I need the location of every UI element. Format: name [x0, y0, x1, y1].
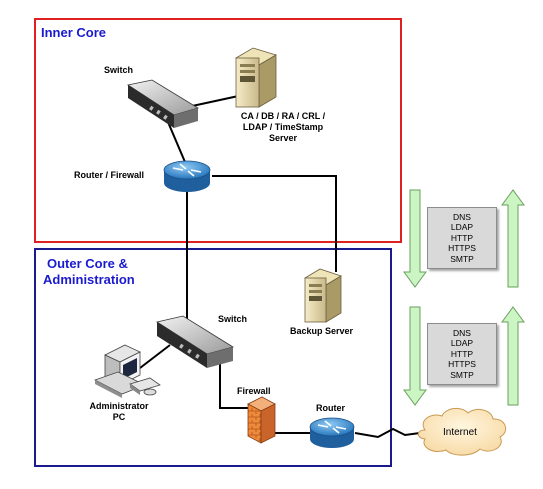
- protocol-item: LDAP: [450, 338, 474, 349]
- protocol-list-top: DNS LDAP HTTP HTTPS SMTP: [427, 207, 497, 269]
- internet-label: Internet: [443, 427, 477, 438]
- backup-server-label: Backup Server: [290, 326, 354, 336]
- router-icon: [309, 417, 355, 448]
- protocol-item: HTTPS: [448, 359, 476, 370]
- arrow-up-1: [501, 189, 525, 288]
- inner-core-title: Inner Core: [41, 25, 107, 40]
- admin-pc-label-line2: PC: [112, 412, 126, 422]
- ca-server-label-line2: LDAP / TimeStamp: [242, 122, 324, 132]
- protocol-item: HTTP: [450, 348, 474, 359]
- protocol-arrows: [403, 189, 525, 406]
- router-firewall-icon: [163, 160, 211, 192]
- arrow-down-2: [403, 306, 427, 406]
- outer-switch-icon: [155, 315, 234, 368]
- ca-server-label-line3: Server: [268, 133, 298, 143]
- protocol-item: SMTP: [450, 253, 474, 264]
- outer-core-zone: [34, 248, 392, 467]
- inner-switch-icon: [126, 79, 199, 128]
- protocol-item: DNS: [453, 327, 471, 338]
- arrow-down-1: [403, 189, 427, 288]
- protocol-item: HTTPS: [448, 243, 476, 254]
- link-outer-switch-admin-pc: [139, 344, 171, 369]
- router-label: Router: [316, 403, 345, 413]
- inner-core-zone: [34, 18, 402, 243]
- ca-server-icon: [235, 47, 277, 108]
- protocol-item: HTTP: [450, 232, 474, 243]
- arrow-up-2: [501, 306, 525, 406]
- backup-server-icon: [304, 268, 342, 323]
- protocol-list-bottom: DNS LDAP HTTP HTTPS SMTP: [427, 323, 497, 385]
- protocol-item: SMTP: [450, 369, 474, 380]
- outer-core-title-line2: Administration: [43, 272, 135, 287]
- firewall-label: Firewall: [237, 386, 271, 396]
- protocol-item: DNS: [453, 211, 471, 222]
- inner-switch-label: Switch: [104, 65, 134, 75]
- router-firewall-label: Router / Firewall: [74, 170, 145, 180]
- link-outer-switch-firewall: [219, 348, 248, 409]
- link-router-internet: [354, 427, 421, 439]
- outer-switch-label: Switch: [218, 314, 248, 324]
- protocol-item: LDAP: [450, 222, 474, 233]
- internet-cloud-icon: [417, 408, 507, 456]
- ca-server-label-line1: CA / DB / RA / CRL /: [240, 111, 326, 121]
- link-router-backup-server: [212, 175, 337, 272]
- admin-pc-icon: [93, 344, 161, 398]
- outer-core-title-line1: Outer Core &: [47, 256, 128, 271]
- firewall-icon: [247, 396, 276, 444]
- admin-pc-label-line1: Administrator: [89, 401, 149, 411]
- connections: [139, 94, 421, 439]
